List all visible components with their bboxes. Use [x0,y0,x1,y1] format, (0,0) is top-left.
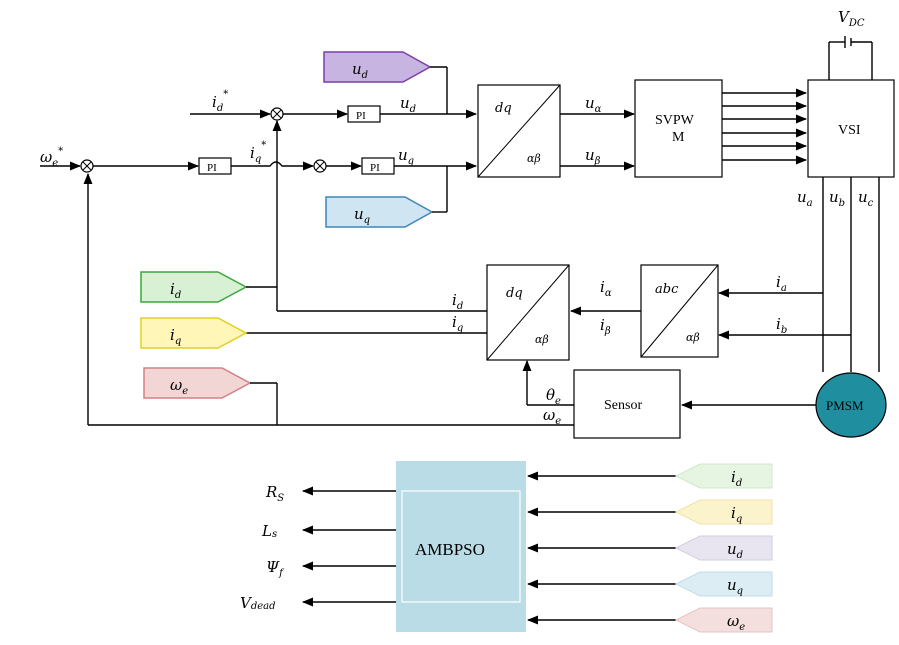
abc-to-ab-top: abc [655,282,679,297]
ia-phase-label: ia [776,273,787,294]
sum-junction-speed [80,159,94,173]
input-iq-label: iq [731,504,742,525]
omega-label: ωe [543,406,561,427]
uq-tag-label: uq [354,205,370,226]
output-psi-label: Ψf [266,558,285,579]
uq-label: uq [398,146,414,167]
u-alpha-label: uα [585,94,602,115]
ab-to-dq-diagonal [486,264,570,361]
id-ref-label: id* [212,89,228,114]
vsi-label: VSI [838,123,861,138]
ambpso-label: AMBPSO [415,540,485,559]
pi-iq-label: PI [370,162,380,174]
ud-tag-label: ud [352,60,368,81]
ud-label: ud [400,94,416,115]
input-id-tag [674,463,773,489]
sum-junction-iq [313,159,327,173]
input-ud-label: ud [727,540,743,561]
iq-tag-label: iq [170,326,181,347]
vdc-label: VDC [838,8,865,29]
sum-junction-id [270,107,284,121]
we-tag [143,367,252,399]
we-tag-label: ωe [170,376,188,397]
svpwm-label-2: M [672,130,685,145]
we-ref-label: ωe* [40,146,63,169]
pmsm-label: PMSM [826,398,864,413]
output-ls-label: Ls [261,522,277,540]
ab-to-dq-top: dq [506,286,523,301]
sensor-block [573,369,681,439]
svpwm-label-1: SVPW [655,113,695,128]
iq-ref-line [231,161,315,171]
input-ud-tag [674,535,773,561]
ambpso-inputs: id iq ud uq ωe [526,463,773,633]
id-tag [140,271,248,303]
abc-to-ab-diagonal [640,264,719,358]
iq-ref-label: iq* [250,140,266,165]
iq-feedback-label: iq [452,313,463,334]
output-rs-label: RS [265,483,284,504]
id-feedback-label: id [452,291,463,312]
ambpso-outputs: RS Ls Ψf Vdead [240,483,396,612]
dq-to-ab-diagonal [477,84,561,178]
ib-phase-label: ib [776,315,787,336]
input-id-label: id [731,468,742,489]
sensor-label: Sensor [604,398,642,413]
phase-uc-label: uc [858,188,874,209]
ab-to-dq-bottom: αβ [535,333,549,346]
input-uq-tag [674,571,773,597]
iq-tag [140,317,248,349]
input-uq-label: uq [727,576,743,597]
ud-tag [323,51,432,83]
i-beta-label: iβ [600,316,611,337]
dq-to-ab-bottom: αβ [527,152,541,165]
ambpso-inner [401,490,521,603]
abc-to-ab-bottom: αβ [686,331,700,344]
u-beta-label: uβ [585,146,601,167]
pi-speed-label: PI [207,162,217,174]
pi-id-label: PI [356,110,366,122]
phase-ub-label: ub [829,188,845,209]
output-vdead-label: Vdead [240,594,276,612]
gate-signal-lines [722,88,808,165]
dq-to-ab-top: dq [495,101,512,116]
vdc-capacitor [828,36,873,80]
ambpso-block [396,461,526,632]
phase-ua-label: ua [797,188,813,209]
input-we-label: ωe [727,612,745,633]
id-tag-label: id [170,280,181,301]
i-alpha-label: iα [600,278,612,299]
svpwm-block [634,79,723,178]
theta-label: θe [546,386,561,407]
uq-tag [325,196,434,228]
input-we-tag [674,607,773,633]
vsi-block [807,79,895,178]
input-iq-tag [674,499,773,525]
